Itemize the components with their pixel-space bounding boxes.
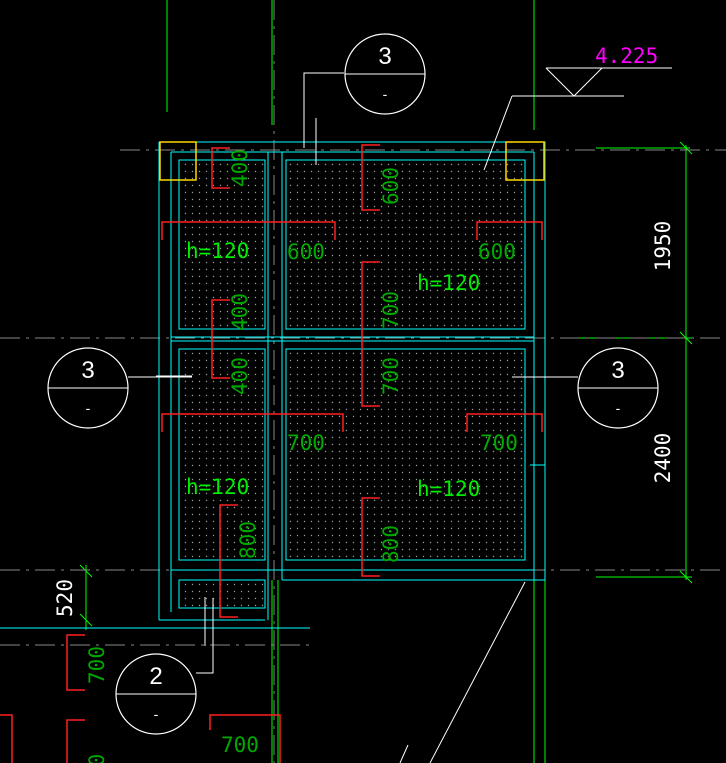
thickness-label: h=120 bbox=[186, 239, 249, 263]
section-number: 3 bbox=[81, 357, 94, 384]
thickness-label: h=120 bbox=[417, 477, 480, 501]
elevation-label: 4.225 bbox=[595, 44, 658, 68]
rebar-length: 600 bbox=[287, 240, 325, 264]
section-sheet: - bbox=[616, 400, 621, 416]
rebar-length: 700 bbox=[287, 431, 325, 455]
rebar-length-labels-vertical: 400 600 400 400 700 700 800 800 700 0 bbox=[85, 149, 403, 763]
section-mark-top: 3 - bbox=[344, 33, 426, 115]
column-top-right bbox=[505, 141, 545, 181]
rebar-lines bbox=[0, 144, 543, 763]
dimension-left: 520 bbox=[53, 579, 77, 617]
rebar-length: 700 bbox=[221, 733, 259, 757]
rebar-length: 700 bbox=[85, 646, 109, 684]
rebar-length: 700 bbox=[379, 357, 403, 395]
thickness-label: h=120 bbox=[417, 271, 480, 295]
section-mark-left: 3 - bbox=[47, 347, 129, 429]
slab-panel-top-right bbox=[285, 159, 526, 330]
column-top-left bbox=[159, 141, 197, 181]
slab-panel-bottom-left bbox=[178, 348, 266, 561]
slab-thickness-labels: h=120 h=120 h=120 h=120 bbox=[186, 239, 480, 501]
wall-outlines bbox=[0, 141, 546, 629]
rebar-length: 700 bbox=[379, 291, 403, 329]
section-number: 2 bbox=[149, 663, 162, 690]
slab-panels bbox=[178, 159, 526, 609]
thickness-label: h=120 bbox=[186, 475, 249, 499]
rebar-length: 400 bbox=[228, 357, 252, 395]
slab-panel-bottom-right bbox=[285, 348, 526, 561]
rebar-length: 400 bbox=[228, 293, 252, 331]
dimension-lower: 2400 bbox=[651, 433, 675, 484]
rebar-length: 800 bbox=[379, 525, 403, 563]
leader-lines bbox=[128, 67, 672, 763]
section-number: 3 bbox=[611, 357, 624, 384]
rebar-length: 800 bbox=[236, 521, 260, 559]
rebar-length: 700 bbox=[480, 431, 518, 455]
section-mark-right: 3 - bbox=[577, 347, 659, 429]
rebar-length: 0 bbox=[85, 754, 109, 763]
section-sheet: - bbox=[383, 86, 388, 102]
rebar-length: 600 bbox=[478, 240, 516, 264]
rebar-length-labels-horizontal: 600 600 700 700 700 bbox=[221, 240, 518, 757]
dimension-labels: 1950 2400 520 bbox=[53, 221, 675, 617]
rebar-length: 400 bbox=[228, 149, 252, 187]
section-mark-bottom: 2 - bbox=[115, 653, 197, 735]
columns bbox=[159, 141, 545, 181]
section-sheet: - bbox=[154, 706, 159, 722]
section-number: 3 bbox=[378, 43, 391, 70]
rebar-length: 600 bbox=[379, 167, 403, 205]
section-sheet: - bbox=[86, 400, 91, 416]
slab-panel-small bbox=[178, 579, 266, 609]
dimension-upper: 1950 bbox=[651, 221, 675, 272]
